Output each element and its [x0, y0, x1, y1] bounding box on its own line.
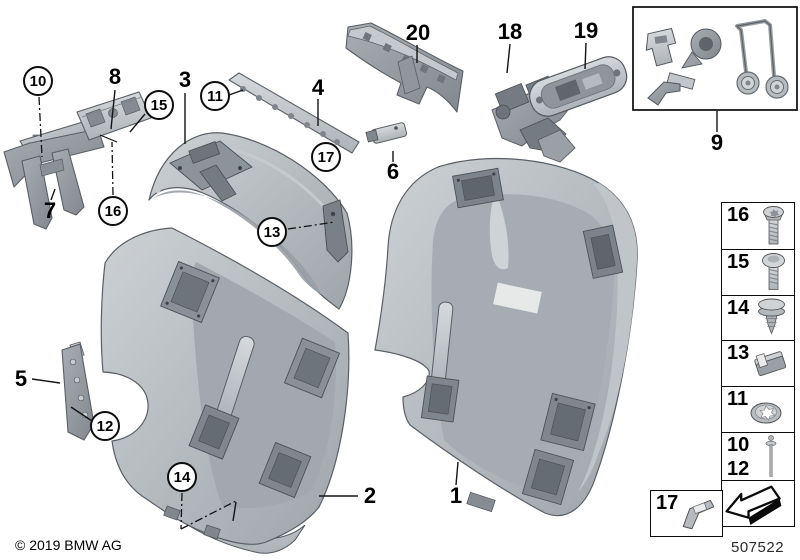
callout-18[interactable]: 18 [497, 19, 523, 44]
callout-7[interactable]: 7 [43, 198, 57, 223]
callout-circled-17[interactable]: 17 [311, 142, 341, 172]
part-2-lower-panel [100, 227, 350, 554]
legend-label-15: 15 [727, 251, 750, 274]
spring-clip-icon [682, 499, 714, 529]
document-number: 507522 [731, 539, 785, 556]
legend-label-10: 10 [727, 434, 750, 457]
pan-head-screw-icon [762, 252, 785, 290]
part-1-backrest-frame [374, 157, 638, 517]
callout-circled-12[interactable]: 12 [90, 411, 120, 441]
callout-2[interactable]: 2 [363, 483, 377, 508]
part-6-bracket [365, 122, 408, 144]
callout-circled-13[interactable]: 13 [257, 217, 287, 247]
copyright-text: © 2019 BMW AG [15, 537, 122, 553]
torx-screw-icon [763, 205, 784, 244]
leader-lines [31, 42, 718, 530]
part-19-plate [529, 56, 628, 117]
hardware-legend: 16 15 14 [721, 202, 795, 528]
callout-1[interactable]: 1 [449, 483, 463, 508]
expansion-rivet-icon [758, 298, 785, 335]
part-5-side-bracket [61, 341, 95, 441]
legend-item-16[interactable]: 16 [721, 202, 795, 251]
legend-item-10-12[interactable]: 10 12 [721, 432, 795, 483]
part-4-retaining-strip [228, 72, 360, 154]
legend-label-16: 16 [727, 204, 750, 226]
callout-8[interactable]: 8 [108, 64, 122, 89]
back-arrow-icon [725, 485, 782, 525]
part-7-bracket [3, 120, 105, 230]
legend-item-15[interactable]: 15 [721, 249, 795, 297]
part-20-crossmember [345, 22, 464, 113]
legend-label-17: 17 [656, 492, 679, 514]
hardware-box-9 [632, 6, 798, 111]
callout-20[interactable]: 20 [405, 20, 431, 45]
legend-label-12: 12 [727, 458, 750, 481]
pin-icon [765, 435, 777, 477]
legend-item-13[interactable]: 13 [721, 340, 795, 388]
callout-19[interactable]: 19 [573, 18, 599, 43]
callout-circled-16[interactable]: 16 [98, 196, 128, 226]
callout-3[interactable]: 3 [178, 67, 192, 92]
callout-circled-10[interactable]: 10 [23, 66, 53, 96]
sheet-metal-clip-icon [754, 351, 787, 376]
torsion-spring-icon [735, 19, 789, 99]
callout-circled-15[interactable]: 15 [144, 90, 174, 120]
angle-bracket-icon [647, 72, 696, 106]
callout-4[interactable]: 4 [311, 75, 325, 100]
part-8-plate [76, 91, 152, 141]
callout-5[interactable]: 5 [14, 366, 28, 391]
legend-label-13: 13 [727, 342, 750, 365]
legend-label-11: 11 [727, 387, 749, 410]
lock-washer-icon [750, 402, 782, 424]
legend-item-back-arrow[interactable] [721, 480, 795, 528]
callout-circled-14[interactable]: 14 [167, 462, 197, 492]
callout-circled-11[interactable]: 11 [200, 81, 230, 111]
u-clip-icon [645, 27, 677, 67]
legend-item-11[interactable]: 11 [721, 385, 795, 434]
callout-6[interactable]: 6 [386, 159, 400, 184]
callout-9[interactable]: 9 [710, 130, 724, 155]
legend-item-14[interactable]: 14 [721, 294, 795, 342]
grommet-icon [681, 28, 722, 69]
legend-label-14: 14 [727, 296, 750, 319]
part-3-upper-panel [148, 132, 353, 310]
legend-item-17[interactable]: 17 [650, 490, 723, 537]
